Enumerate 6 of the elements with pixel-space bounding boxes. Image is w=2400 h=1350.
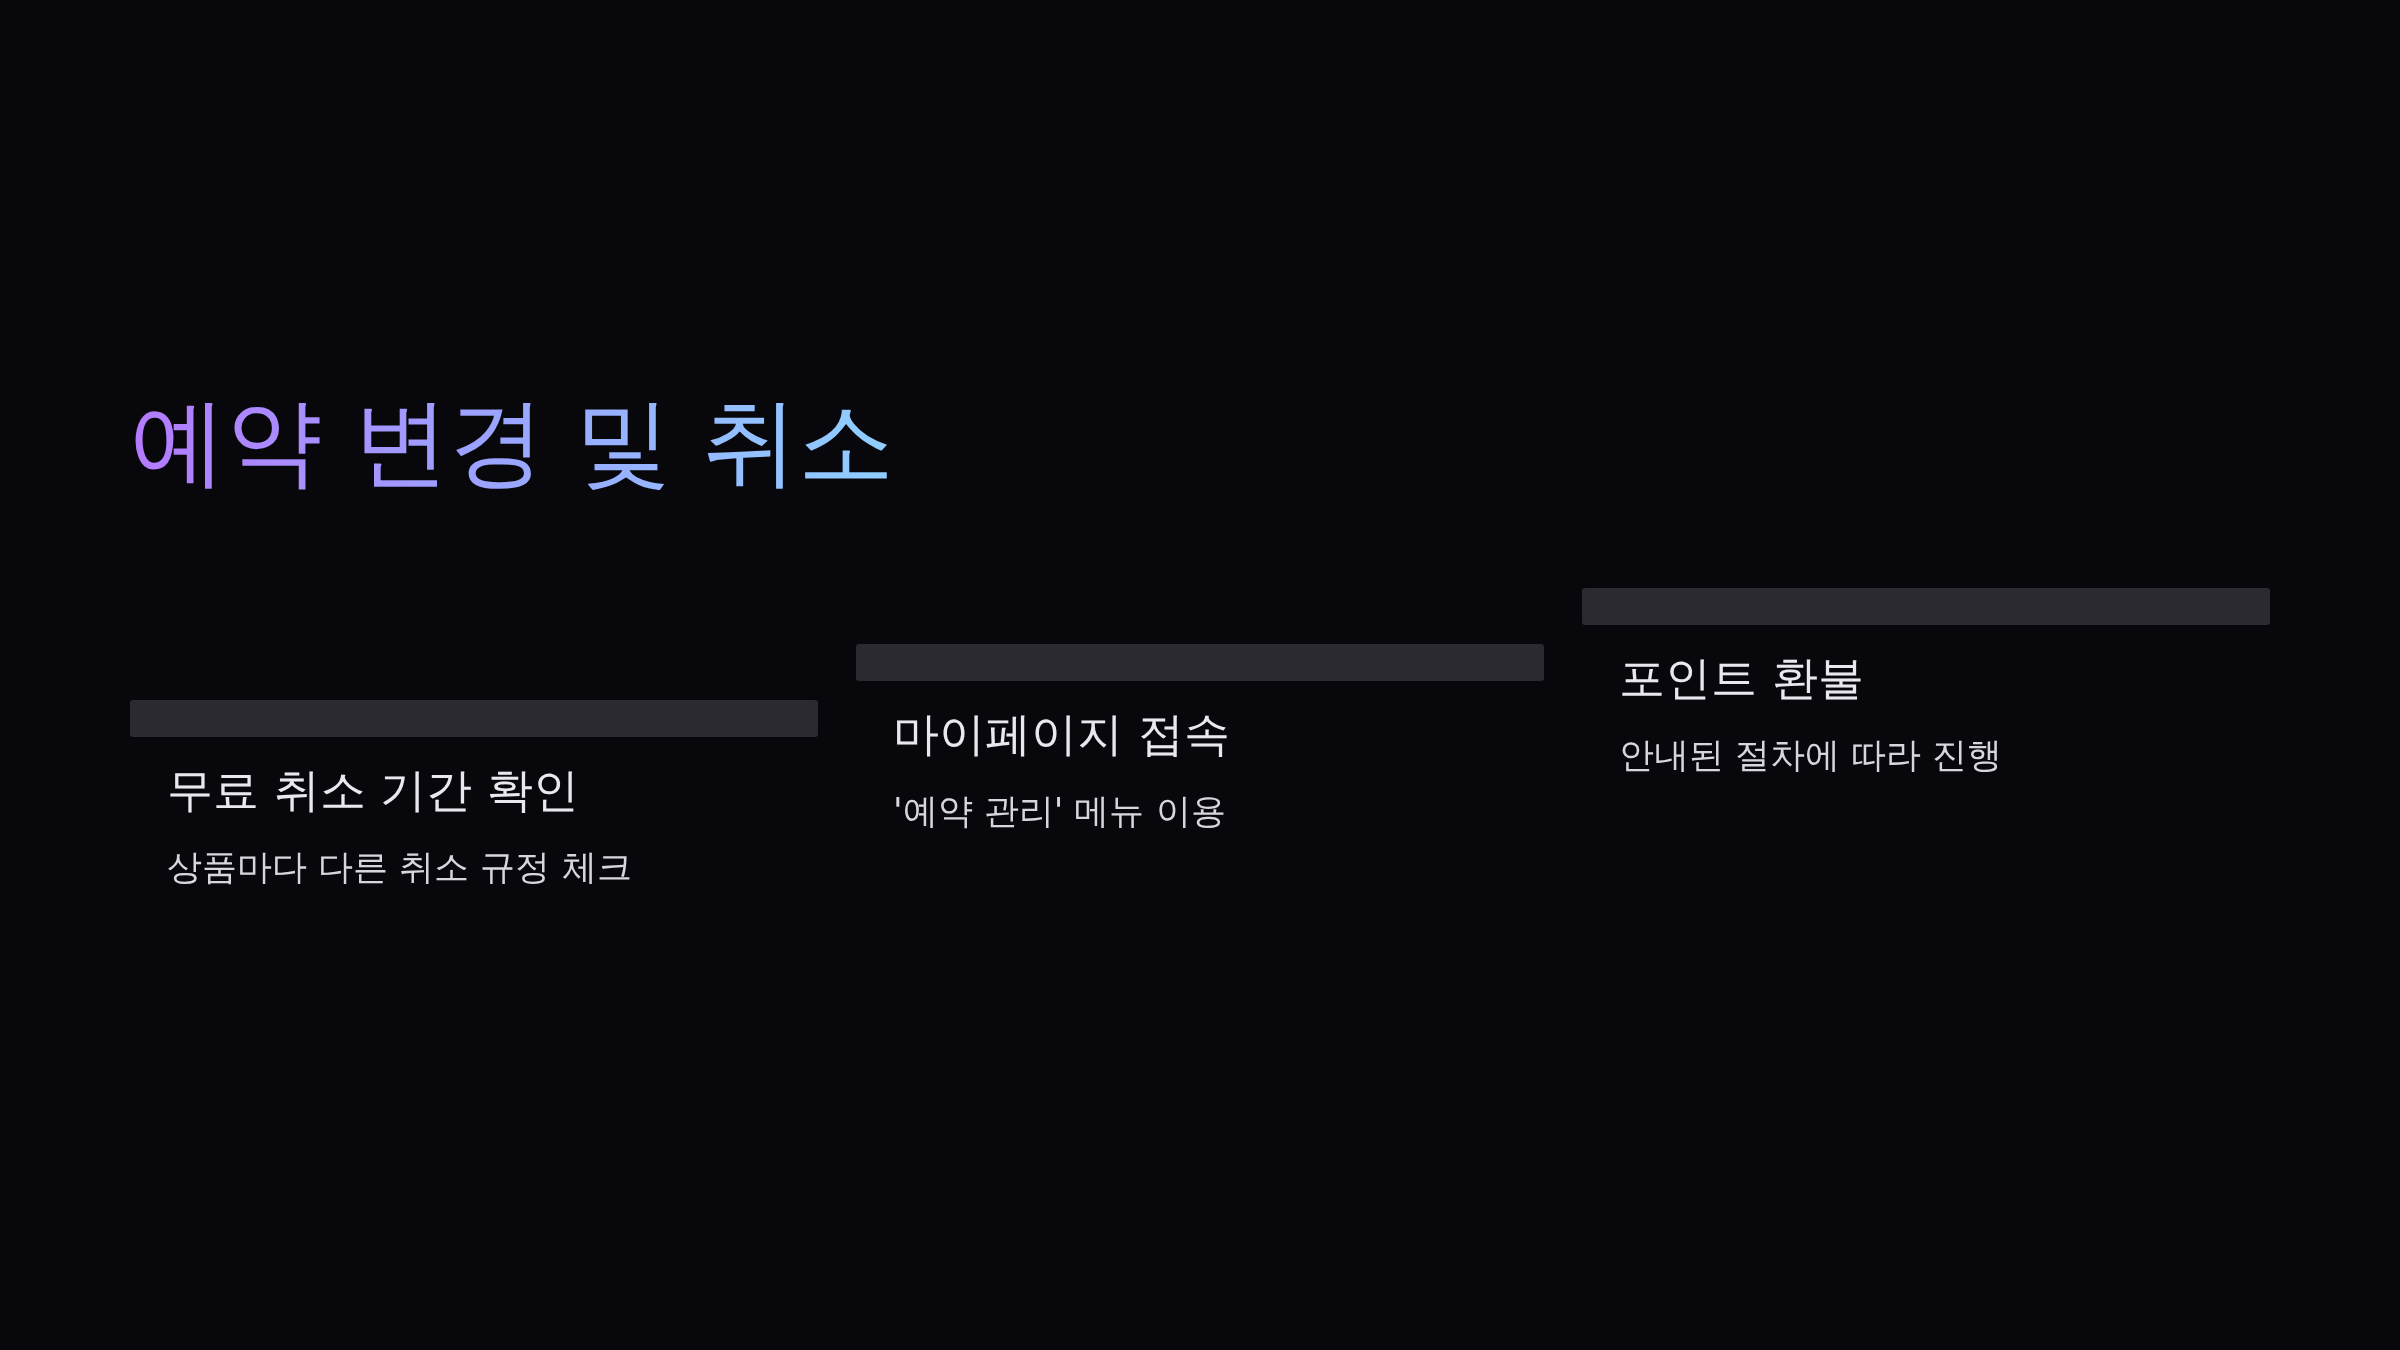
step-description: '예약 관리' 메뉴 이용 [893,790,1226,833]
step-description: 안내된 절차에 따라 진행 [1619,734,2003,777]
step-heading: 포인트 환불 [1619,651,1864,707]
step-description: 상품마다 다른 취소 규정 체크 [167,846,632,889]
step-heading: 마이페이지 접속 [893,707,1230,763]
step-heading: 무료 취소 기간 확인 [167,763,579,819]
